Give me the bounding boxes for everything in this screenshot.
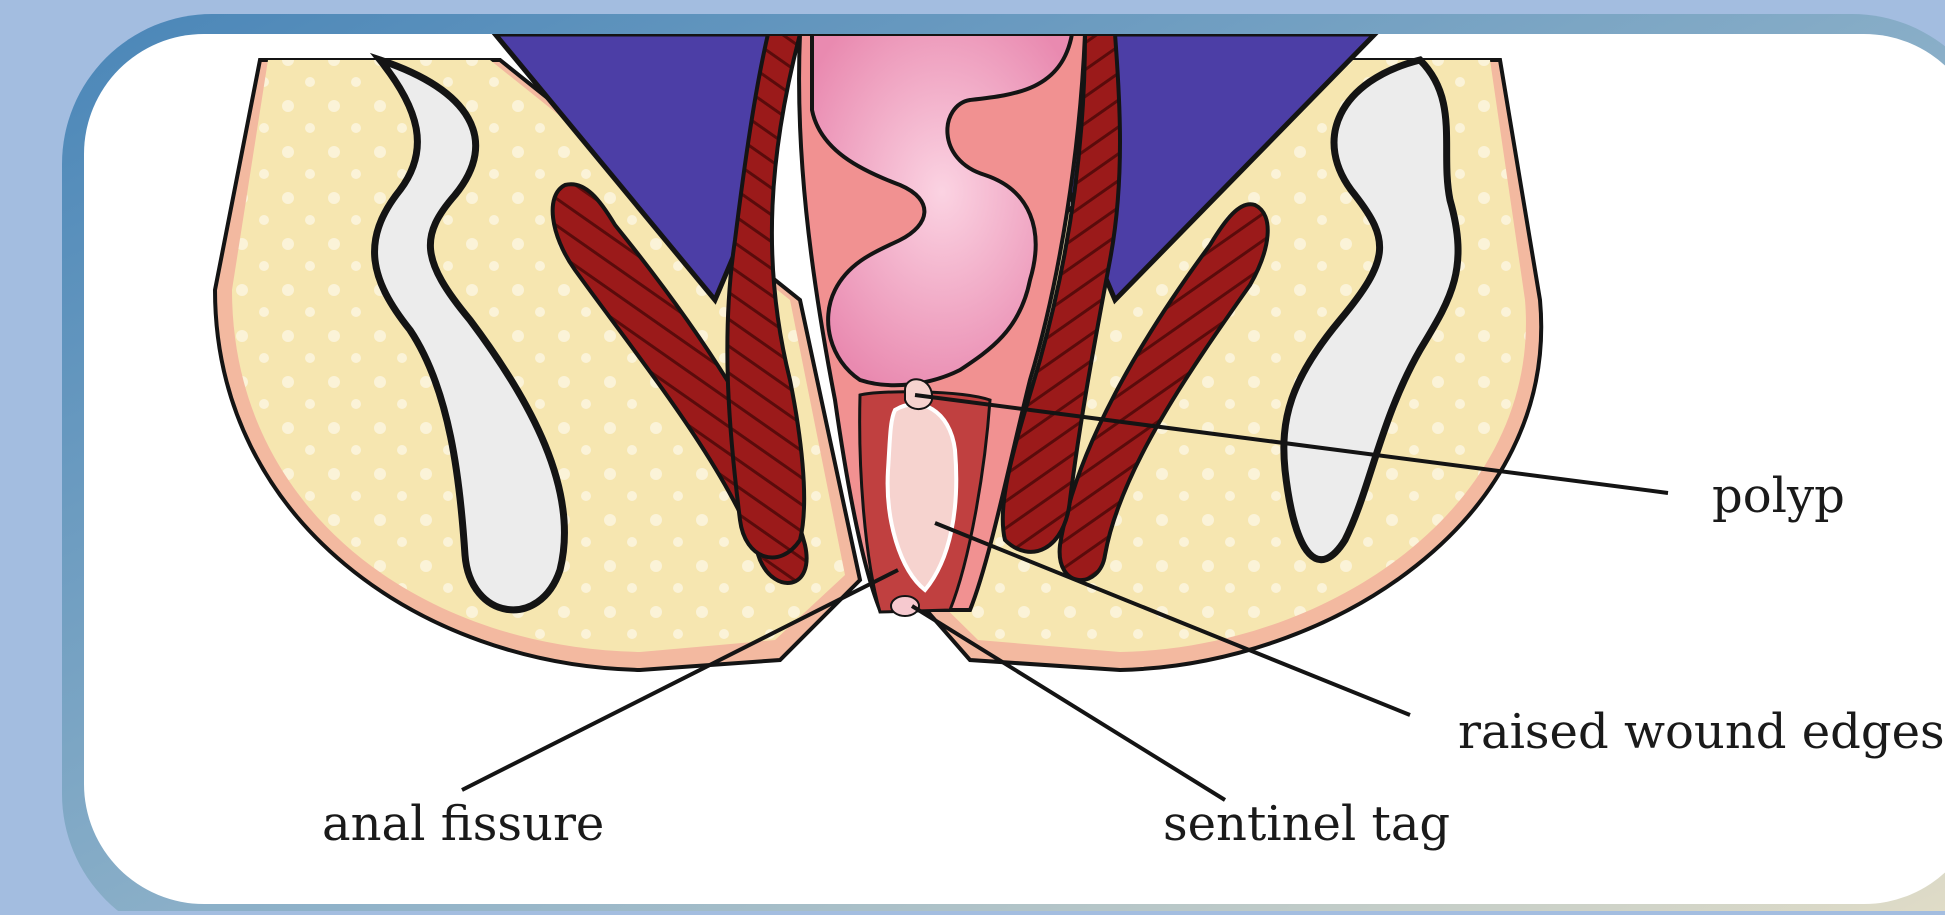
label-raised-wound-edges: raised wound edges: [1458, 708, 1945, 756]
label-anal-fissure: anal fissure: [322, 800, 604, 848]
label-sentinel-tag: sentinel tag: [1163, 800, 1450, 848]
label-polyp: polyp: [1712, 472, 1845, 520]
